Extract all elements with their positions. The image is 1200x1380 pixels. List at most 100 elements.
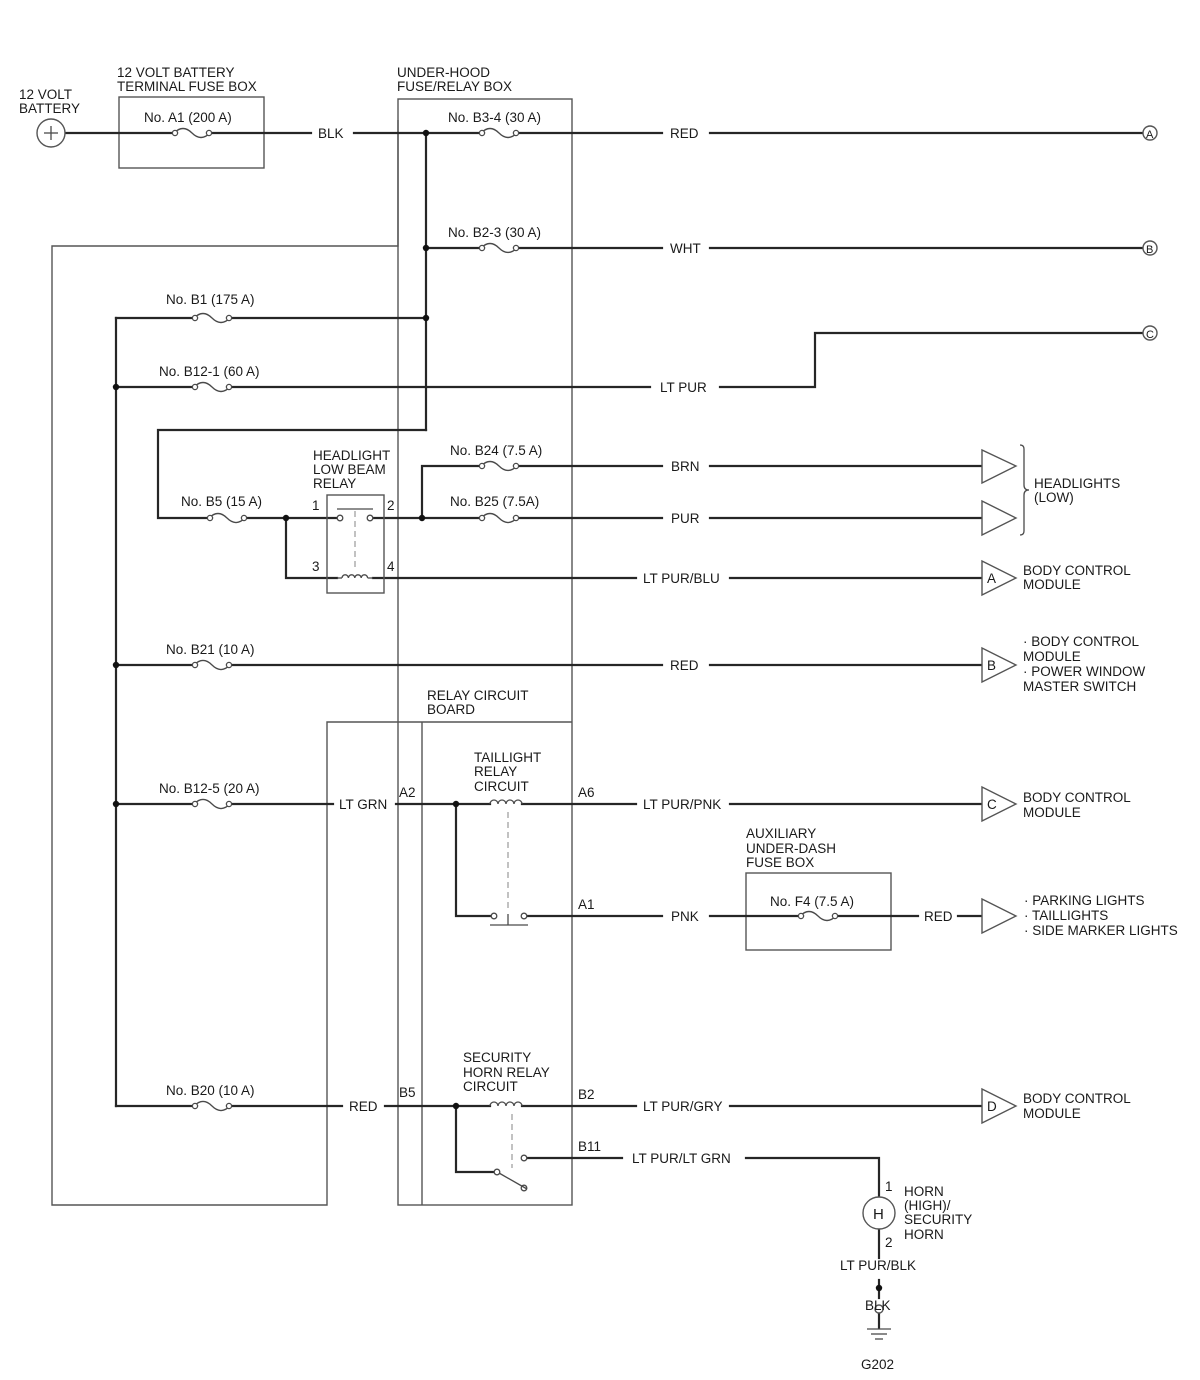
headlight-relay-coil <box>341 574 369 579</box>
wire-red-a-label: RED <box>670 126 699 141</box>
battery-fuse-box-title-1: 12 VOLT BATTERY <box>117 65 235 80</box>
ground-label: G202 <box>861 1357 894 1372</box>
horn-pin-2: 2 <box>885 1235 893 1250</box>
aux-box-title-1: AUXILIARY <box>746 826 816 841</box>
taillight-relay-title-1: TAILLIGHT <box>474 750 541 765</box>
fuse-b20 <box>191 1099 233 1113</box>
fuse-b12-5-label: No. B12-5 (20 A) <box>159 781 260 796</box>
fuse-f4 <box>797 909 839 923</box>
connector-a2: A2 <box>399 785 416 800</box>
arrow-bcm-c <box>981 785 1018 823</box>
taillight-relay-title-2: RELAY <box>474 764 517 779</box>
arrow-ref-b: B <box>987 658 996 673</box>
fuse-b1-label: No. B1 (175 A) <box>166 292 255 307</box>
dest-bcm-b-2: MODULE <box>1023 649 1081 664</box>
battery-label-2: BATTERY <box>19 101 80 116</box>
terminal-b <box>1142 240 1158 256</box>
taillight-relay-circuit <box>489 799 528 926</box>
headlight-relay-body <box>326 494 385 594</box>
aux-box-title-2: UNDER-DASH <box>746 841 836 856</box>
fuse-b20-label: No. B20 (10 A) <box>166 1083 255 1098</box>
fuse-b2-3 <box>478 241 520 255</box>
wire-coil-feed <box>284 516 339 580</box>
connector-a1: A1 <box>578 897 595 912</box>
wire-ltpur-blu-label: LT PUR/BLU <box>643 571 720 586</box>
headlight-relay-title-1: HEADLIGHT <box>313 448 390 463</box>
arrow-headlight-brn <box>981 448 1018 485</box>
headlight-relay-pin-1: 1 <box>312 498 320 513</box>
under-hood-title-1: UNDER-HOOD <box>397 65 490 80</box>
dest-bcm-c-1: BODY CONTROL <box>1023 790 1131 805</box>
wire-red-b21-label: RED <box>670 658 699 673</box>
fuse-a1 <box>171 126 213 140</box>
wire-ltpur-ltgrn-label: LT PUR/LT GRN <box>632 1151 731 1166</box>
dest-bcm-a-1: BODY CONTROL <box>1023 563 1131 578</box>
off-page-terminals <box>1142 125 1158 341</box>
wire-b24 <box>420 464 664 520</box>
headlight-relay-title-3: RELAY <box>313 476 356 491</box>
wire-ltgrn-label: LT GRN <box>339 797 387 812</box>
terminal-c <box>1142 325 1158 341</box>
arrow-bcm-a <box>981 559 1018 597</box>
headlight-relay-pin-2: 2 <box>387 498 395 513</box>
fuse-b5 <box>206 511 248 525</box>
horn-label-1: HORN <box>904 1184 944 1199</box>
dest-bcm-c-2: MODULE <box>1023 805 1081 820</box>
fuse-b25 <box>478 511 520 525</box>
headlights-bracket <box>1019 444 1030 536</box>
wire-red-b20-label: RED <box>349 1099 378 1114</box>
security-relay-title-3: CIRCUIT <box>463 1079 518 1094</box>
wire-tail-switch-feed <box>454 802 493 918</box>
fuse-b1 <box>191 311 233 325</box>
wire-brn-label: BRN <box>671 459 700 474</box>
ground-symbol <box>867 1304 891 1340</box>
arrow-bcm-d <box>981 1087 1018 1125</box>
wire-ltpur-blk-label: LT PUR/BLK <box>840 1258 916 1273</box>
fuse-b12-1-label: No. B12-1 (60 A) <box>159 364 260 379</box>
wire-pur-label: PUR <box>671 511 700 526</box>
wire-ltpur-ltgrn <box>744 1156 881 1199</box>
fuse-b12-1 <box>191 380 233 394</box>
security-relay-coil <box>489 1101 523 1107</box>
relay-board-title-1: RELAY CIRCUIT <box>427 688 529 703</box>
fuse-b21 <box>191 658 233 672</box>
wire-sec-switch-feed <box>454 1104 496 1174</box>
headlight-relay-pin-3: 3 <box>312 559 320 574</box>
under-hood-fuse-relay-box <box>397 98 573 1206</box>
wire-ltpur-gry-label: LT PUR/GRY <box>643 1099 723 1114</box>
fuse-b25-label: No. B25 (7.5A) <box>450 494 539 509</box>
dest-bcm-b-4: MASTER SWITCH <box>1023 679 1136 694</box>
fuse-b3-4-label: No. B3-4 (30 A) <box>448 110 541 125</box>
arrow-ref-c: C <box>987 797 997 812</box>
security-relay-title-1: SECURITY <box>463 1050 531 1065</box>
arrow-bcm-b <box>981 646 1018 684</box>
horn-label-3: SECURITY <box>904 1212 972 1227</box>
dest-bcm-b-3: · POWER WINDOW <box>1023 664 1145 679</box>
wire-ltpur-pnk-label: LT PUR/PNK <box>643 797 721 812</box>
relay-board-title-2: BOARD <box>427 702 475 717</box>
headlight-relay-pin-4: 4 <box>387 559 395 574</box>
terminal-a-label: A <box>1146 129 1154 141</box>
security-horn-relay-circuit <box>489 1101 528 1192</box>
taillight-relay-coil <box>489 799 523 805</box>
wire-pnk-label: PNK <box>671 909 699 924</box>
connector-b11: B11 <box>578 1139 601 1154</box>
fuse-b24 <box>478 459 520 473</box>
connector-b2: B2 <box>578 1087 595 1102</box>
connector-b5: B5 <box>399 1085 416 1100</box>
aux-box-title-3: FUSE BOX <box>746 855 814 870</box>
fuse-b24-label: No. B24 (7.5 A) <box>450 443 542 458</box>
terminal-b-label: B <box>1146 244 1153 256</box>
fuse-b3-4 <box>478 126 520 140</box>
boxes <box>51 96 892 1206</box>
dest-bcm-b-1: · BODY CONTROL <box>1023 634 1140 649</box>
horn-pin-1: 1 <box>885 1179 893 1194</box>
fuse-b12-5 <box>191 797 233 811</box>
fuse-b21-label: No. B21 (10 A) <box>166 642 255 657</box>
fuse-f4-label: No. F4 (7.5 A) <box>770 894 854 909</box>
dest-bcm-a-2: MODULE <box>1023 577 1081 592</box>
horn-symbol <box>862 1196 896 1230</box>
horn-symbol-label: H <box>873 1206 884 1223</box>
horn-label-2: (HIGH)/ <box>904 1198 951 1213</box>
